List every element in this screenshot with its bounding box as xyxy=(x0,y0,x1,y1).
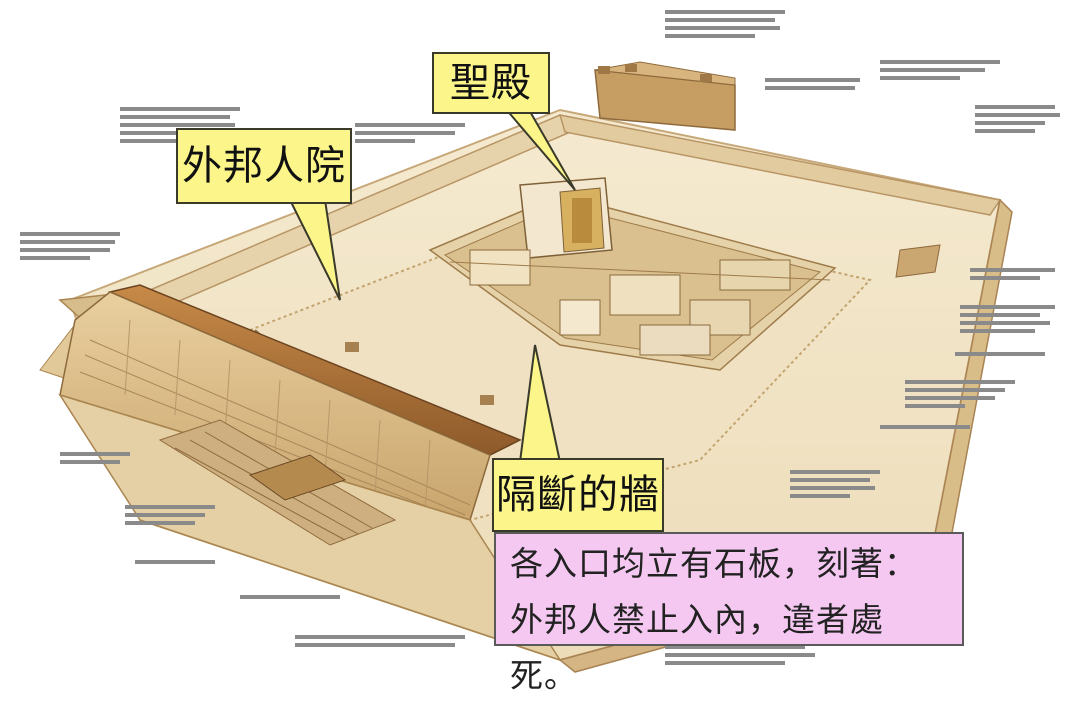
temple-diagram: 聖殿 外邦人院 隔斷的牆 各入口均立有石板，刻著： 外邦人禁止入內，違者處死。 xyxy=(20,10,1060,695)
court-of-gentiles-label: 外邦人院 xyxy=(176,128,352,204)
dividing-wall-label: 隔斷的牆 xyxy=(492,458,664,532)
inscription-line-1: 各入口均立有石板，刻著： xyxy=(510,544,918,583)
inscription-line-2: 外邦人禁止入內，違者處死。 xyxy=(510,600,884,695)
caption-blocks xyxy=(20,10,1060,665)
back-wall-right xyxy=(558,114,1002,216)
holy-place-label: 聖殿 xyxy=(432,52,550,114)
inscription-note: 各入口均立有石板，刻著： 外邦人禁止入內，違者處死。 xyxy=(494,532,964,695)
royal-stoa-front xyxy=(59,291,491,521)
